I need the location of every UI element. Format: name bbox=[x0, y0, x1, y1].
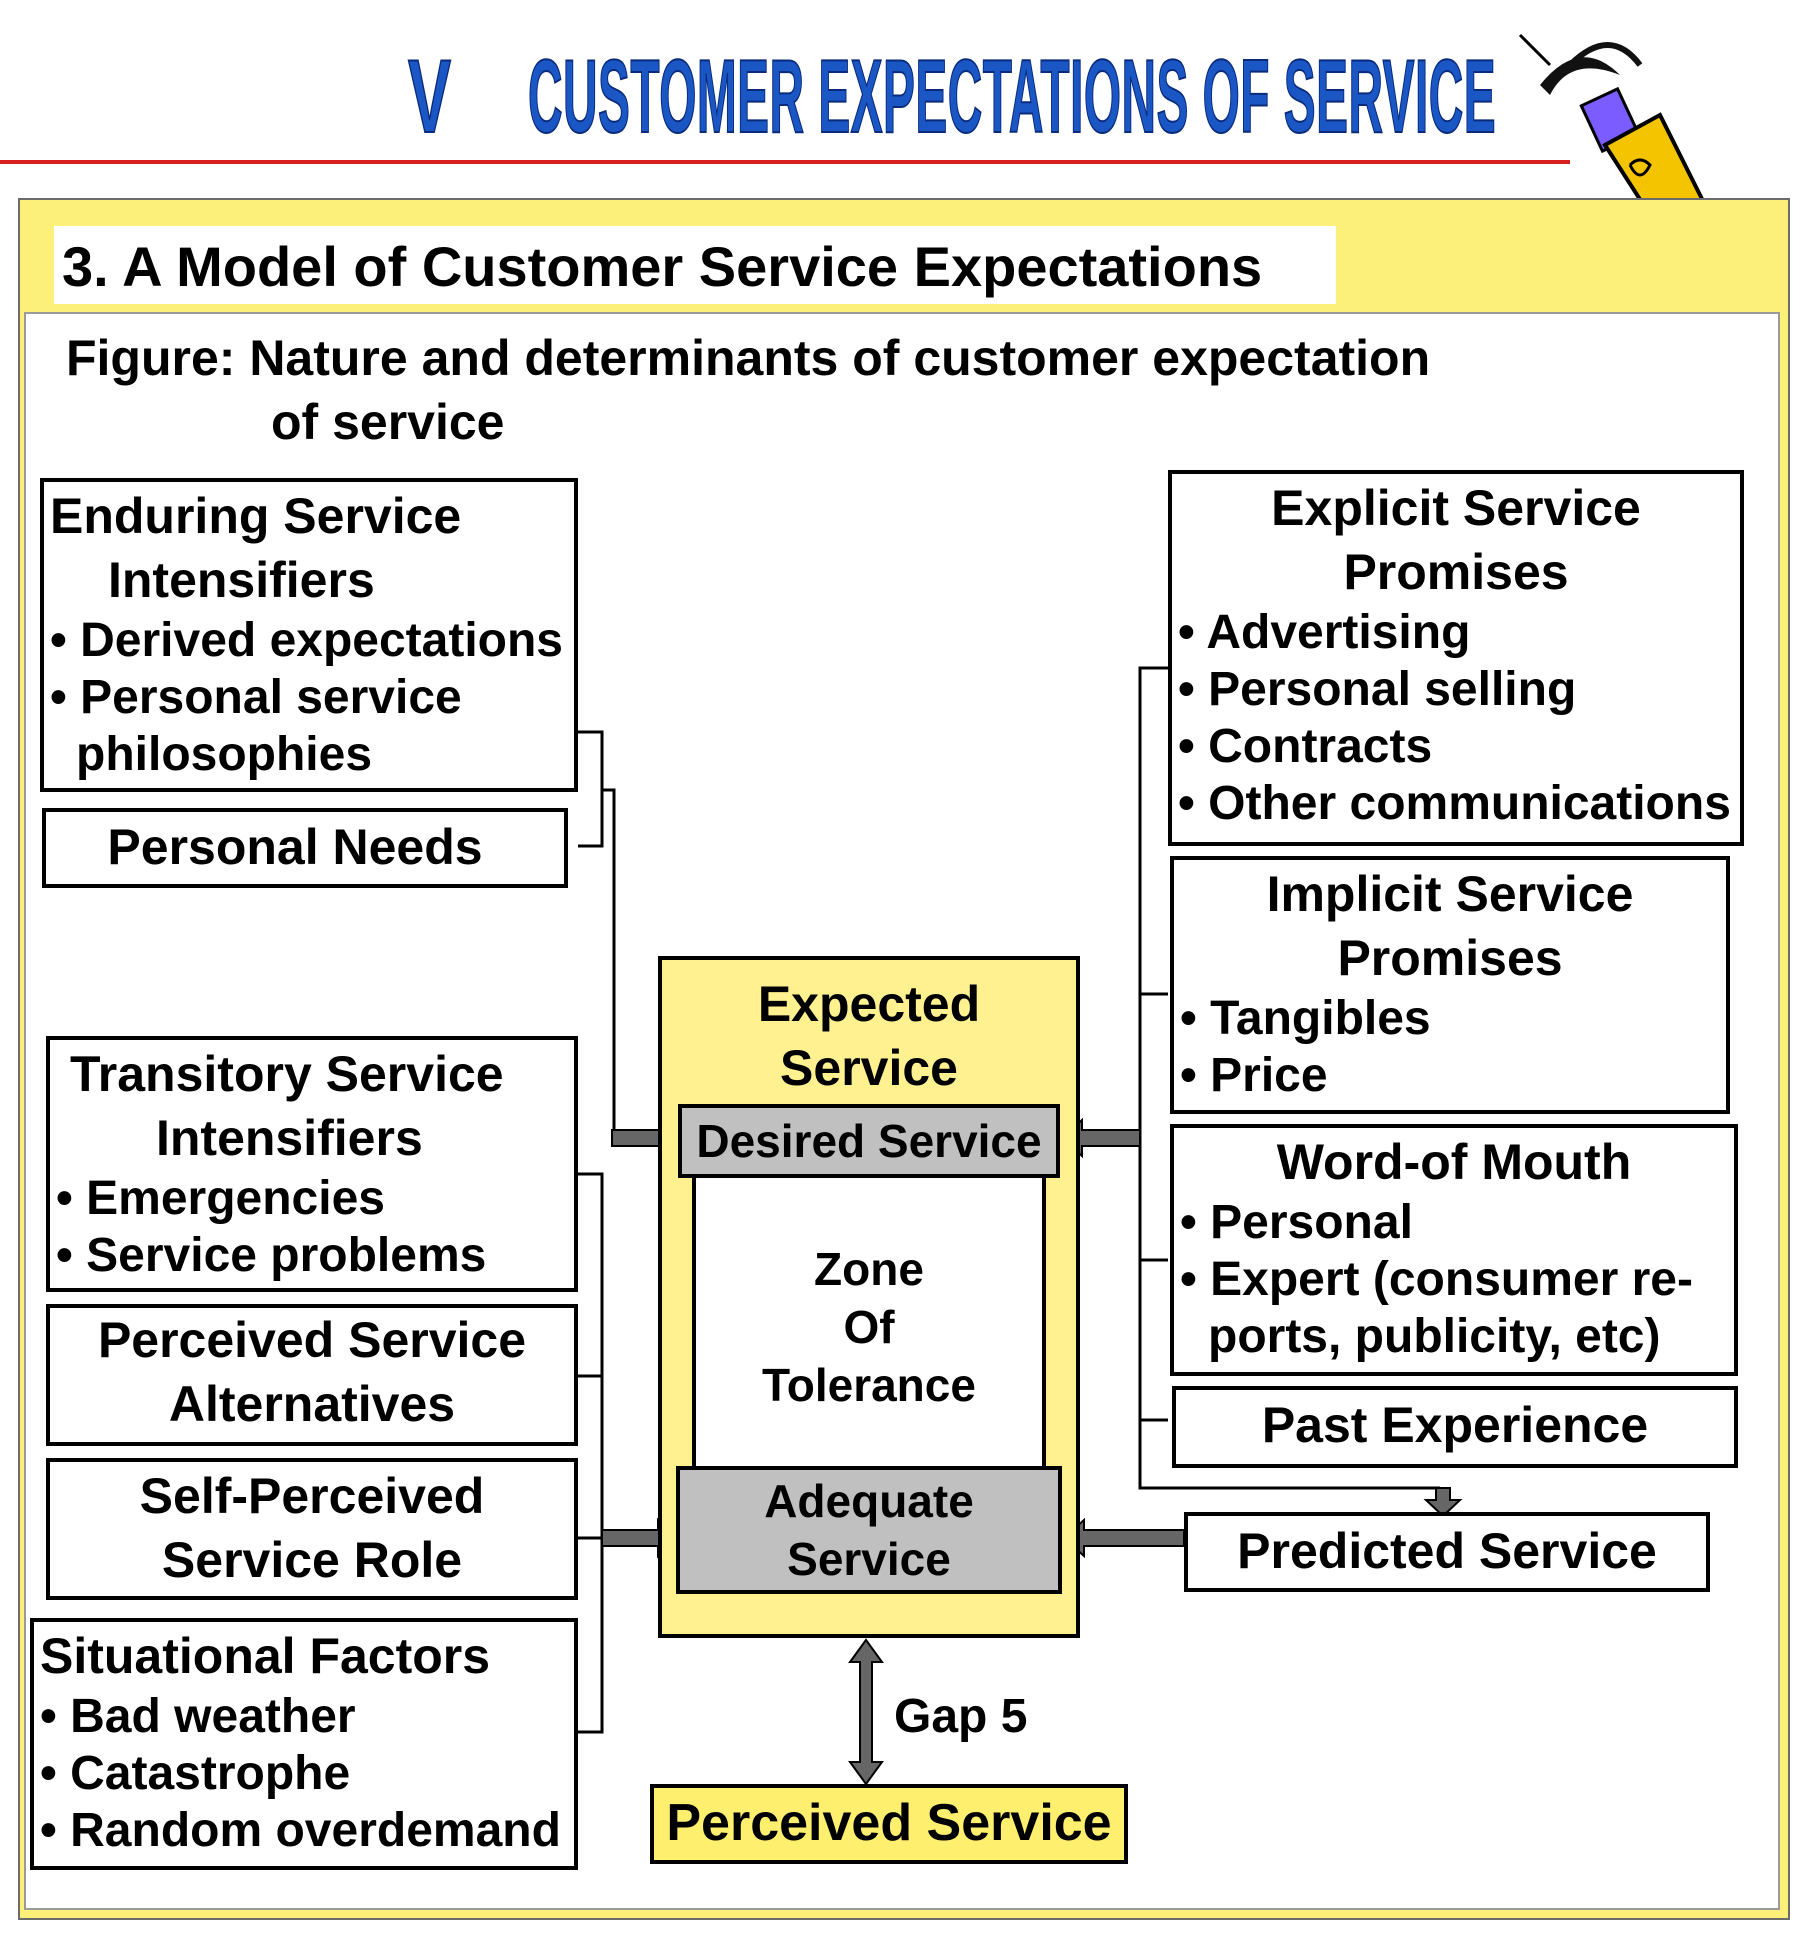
perceived-service-alternatives-box bbox=[46, 1304, 578, 1446]
gap-5-label: Gap 5 bbox=[894, 1690, 1028, 1743]
implicit-item-1: • Tangibles bbox=[1180, 992, 1431, 1045]
figure-caption-line1: Figure: Nature and determinants of custo… bbox=[66, 330, 1431, 386]
expected-line2: Service bbox=[780, 1040, 958, 1096]
zone-line1: Zone bbox=[814, 1243, 924, 1295]
zone-of-tolerance-box bbox=[692, 1178, 1046, 1468]
chapter-number: V bbox=[407, 38, 453, 156]
enduring-item-1: • Derived expectations bbox=[50, 614, 563, 667]
situational-item-2: • Catastrophe bbox=[40, 1747, 351, 1800]
enduring-item-2: • Personal service bbox=[50, 671, 462, 724]
adequate-service-box bbox=[676, 1466, 1062, 1594]
self-perceived-line1: Self-Perceived bbox=[139, 1468, 485, 1524]
chapter-title: CUSTOMER EXPECTATIONS OF SERVICE bbox=[528, 38, 1497, 156]
self-perceived-line2: Service Role bbox=[161, 1532, 463, 1588]
perceived-alternatives-text: Perceived Service Alternatives bbox=[46, 1308, 578, 1436]
transitory-box-text: Transitory Service Intensifiers • Emerge… bbox=[56, 1042, 504, 1284]
explicit-item-3: • Contracts bbox=[1178, 720, 1433, 773]
explicit-item-4: • Other communications bbox=[1178, 777, 1731, 830]
word-of-mouth-box bbox=[1170, 1124, 1738, 1376]
zone-of-tolerance-label: Zone Of Tolerance bbox=[692, 1240, 1046, 1414]
word-of-mouth-item-1: • Personal bbox=[1180, 1196, 1413, 1249]
enduring-heading-2: Intensifiers bbox=[108, 552, 375, 608]
word-of-mouth-item-3: ports, publicity, etc) bbox=[1208, 1310, 1661, 1363]
adequate-line1: Adequate bbox=[764, 1475, 974, 1527]
section-title: 3. A Model of Customer Service Expectati… bbox=[62, 235, 1263, 298]
figure-caption-line2: of service bbox=[271, 394, 505, 450]
implicit-service-promises-box bbox=[1170, 856, 1730, 1114]
self-perceived-service-role-box bbox=[46, 1458, 578, 1600]
past-experience-label: Past Experience bbox=[1261, 1397, 1649, 1453]
self-perceived-text: Self-Perceived Service Role bbox=[46, 1464, 578, 1592]
implicit-item-2: • Price bbox=[1180, 1049, 1328, 1102]
perceived-alternatives-line2: Alternatives bbox=[168, 1376, 456, 1432]
desired-service-box bbox=[678, 1104, 1060, 1178]
enduring-service-intensifiers-box bbox=[40, 478, 578, 792]
personal-needs-box bbox=[42, 808, 568, 888]
past-experience-box bbox=[1172, 1386, 1738, 1468]
word-of-mouth-text: Word-of Mouth • Personal • Expert (consu… bbox=[1180, 1130, 1728, 1365]
desired-service-label: Desired Service bbox=[696, 1115, 1042, 1167]
predicted-service-box bbox=[1184, 1512, 1710, 1592]
pencil-clipart-icon bbox=[1518, 33, 1713, 215]
implicit-heading-2: Promises bbox=[1337, 930, 1563, 986]
transitory-heading-1: Transitory Service bbox=[70, 1046, 504, 1102]
transitory-service-intensifiers-box bbox=[46, 1036, 578, 1292]
zone-line3: Tolerance bbox=[762, 1359, 976, 1411]
enduring-box-text: Enduring Service Intensifiers • Derived … bbox=[50, 484, 563, 783]
expected-line1: Expected bbox=[757, 976, 981, 1032]
enduring-heading-1: Enduring Service bbox=[50, 488, 462, 544]
gap-double-arrow bbox=[848, 1638, 884, 1786]
arrow-to-predicted bbox=[1423, 1487, 1463, 1518]
perceived-alternatives-line1: Perceived Service bbox=[97, 1312, 527, 1368]
enduring-item-3: philosophies bbox=[76, 728, 373, 781]
word-of-mouth-item-2: • Expert (consumer re- bbox=[1180, 1253, 1693, 1306]
zone-line2: Of bbox=[843, 1301, 895, 1353]
situational-item-1: • Bad weather bbox=[40, 1690, 356, 1743]
section-title-box: 3. A Model of Customer Service Expectati… bbox=[54, 226, 1336, 304]
explicit-item-1: • Advertising bbox=[1178, 606, 1471, 659]
transitory-item-1: • Emergencies bbox=[56, 1172, 385, 1225]
implicit-heading-1: Implicit Service bbox=[1266, 866, 1634, 922]
personal-needs-label: Personal Needs bbox=[107, 819, 483, 875]
explicit-heading-1: Explicit Service bbox=[1271, 480, 1641, 536]
situational-item-3: • Random overdemand bbox=[40, 1804, 561, 1857]
header-divider bbox=[0, 160, 1570, 164]
situational-heading: Situational Factors bbox=[40, 1628, 491, 1684]
transitory-item-2: • Service problems bbox=[56, 1229, 487, 1282]
predicted-service-label: Predicted Service bbox=[1237, 1523, 1657, 1579]
explicit-item-2: • Personal selling bbox=[1178, 663, 1577, 716]
explicit-box-text: Explicit Service Promises • Advertising … bbox=[1178, 476, 1734, 832]
situational-text: Situational Factors • Bad weather • Cata… bbox=[40, 1624, 561, 1859]
explicit-heading-2: Promises bbox=[1343, 544, 1569, 600]
perceived-service-box bbox=[650, 1784, 1128, 1864]
word-of-mouth-heading: Word-of Mouth bbox=[1276, 1134, 1632, 1190]
arrow-to-adequate-right bbox=[1062, 1517, 1185, 1559]
expected-service-label: Expected Service bbox=[658, 972, 1080, 1100]
adequate-service-label: Adequate Service bbox=[676, 1472, 1062, 1588]
figure-caption: Figure: Nature and determinants of custo… bbox=[66, 326, 1430, 454]
implicit-box-text: Implicit Service Promises • Tangibles • … bbox=[1180, 862, 1720, 1104]
adequate-line2: Service bbox=[787, 1533, 951, 1585]
explicit-service-promises-box bbox=[1168, 470, 1744, 846]
transitory-heading-2: Intensifiers bbox=[156, 1110, 423, 1166]
situational-factors-box bbox=[30, 1618, 578, 1870]
perceived-service-label: Perceived Service bbox=[666, 1794, 1112, 1852]
header-title: V CUSTOMER EXPECTATIONS OF SERVICE bbox=[0, 38, 1800, 156]
